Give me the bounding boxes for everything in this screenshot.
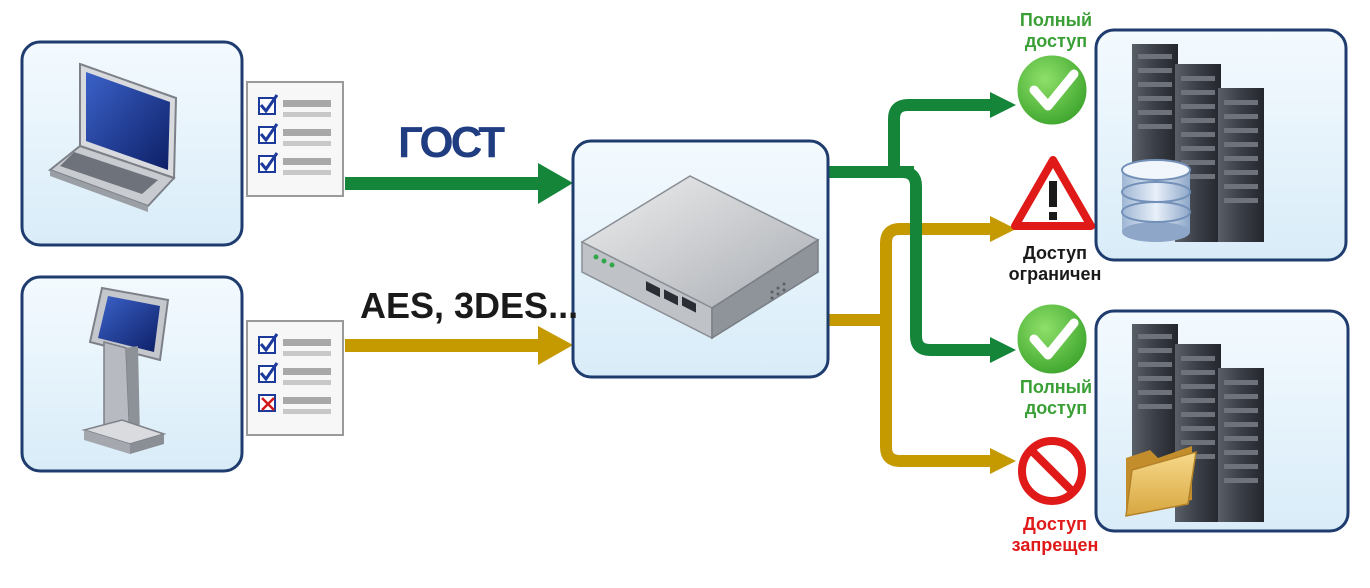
no-entry-icon [1018, 437, 1086, 505]
laptop-icon [47, 62, 178, 212]
status-full-bottom-line1: Полный [1019, 377, 1093, 397]
status-limited: Доступ ограничен [990, 243, 1120, 284]
status-full-bottom-line2: доступ [1024, 397, 1088, 418]
checklist-icon-top [246, 81, 344, 197]
file-server-panel [1094, 309, 1350, 533]
status-full-top: Полный доступ [1000, 10, 1112, 51]
check-circle-icon-top [1014, 52, 1090, 128]
status-full-top-line2: доступ [1024, 30, 1088, 51]
gold-arrowhead-limited [990, 216, 1016, 242]
status-denied-line1: Доступ [1023, 514, 1087, 534]
aes-arrow [345, 326, 573, 365]
checklist-icon-bottom [246, 320, 344, 436]
status-limited-line1: Доступ [1023, 243, 1087, 263]
kiosk-icon [81, 286, 170, 454]
server-rack-icon [1132, 324, 1264, 522]
warning-triangle-icon [1011, 156, 1095, 230]
gost-protocol-label: ГОСТ [398, 118, 505, 167]
database-server-panel [1094, 28, 1348, 262]
folder-icon [1125, 446, 1197, 517]
laptop-panel [20, 40, 244, 247]
aes-protocol-label: AES, 3DES... [360, 285, 579, 326]
gold-branch-lines [828, 223, 1000, 467]
status-denied-line2: запрещен [1011, 534, 1099, 555]
green-arrowhead-full-bottom [990, 337, 1016, 363]
gold-arrowhead-denied [990, 448, 1016, 474]
status-denied: Доступ запрещен [995, 514, 1115, 555]
status-limited-line2: ограничен [1008, 263, 1102, 284]
router-panel [571, 139, 830, 379]
status-full-top-line1: Полный [1019, 10, 1093, 30]
green-branch-lines [828, 99, 1000, 356]
router-icon [580, 175, 820, 340]
green-arrowhead-full-top [990, 92, 1016, 118]
status-full-bottom: Полный доступ [1000, 377, 1112, 418]
gost-arrow [345, 163, 573, 204]
kiosk-panel [20, 275, 244, 473]
database-icon [1121, 159, 1191, 242]
check-circle-icon-bottom [1014, 301, 1090, 377]
